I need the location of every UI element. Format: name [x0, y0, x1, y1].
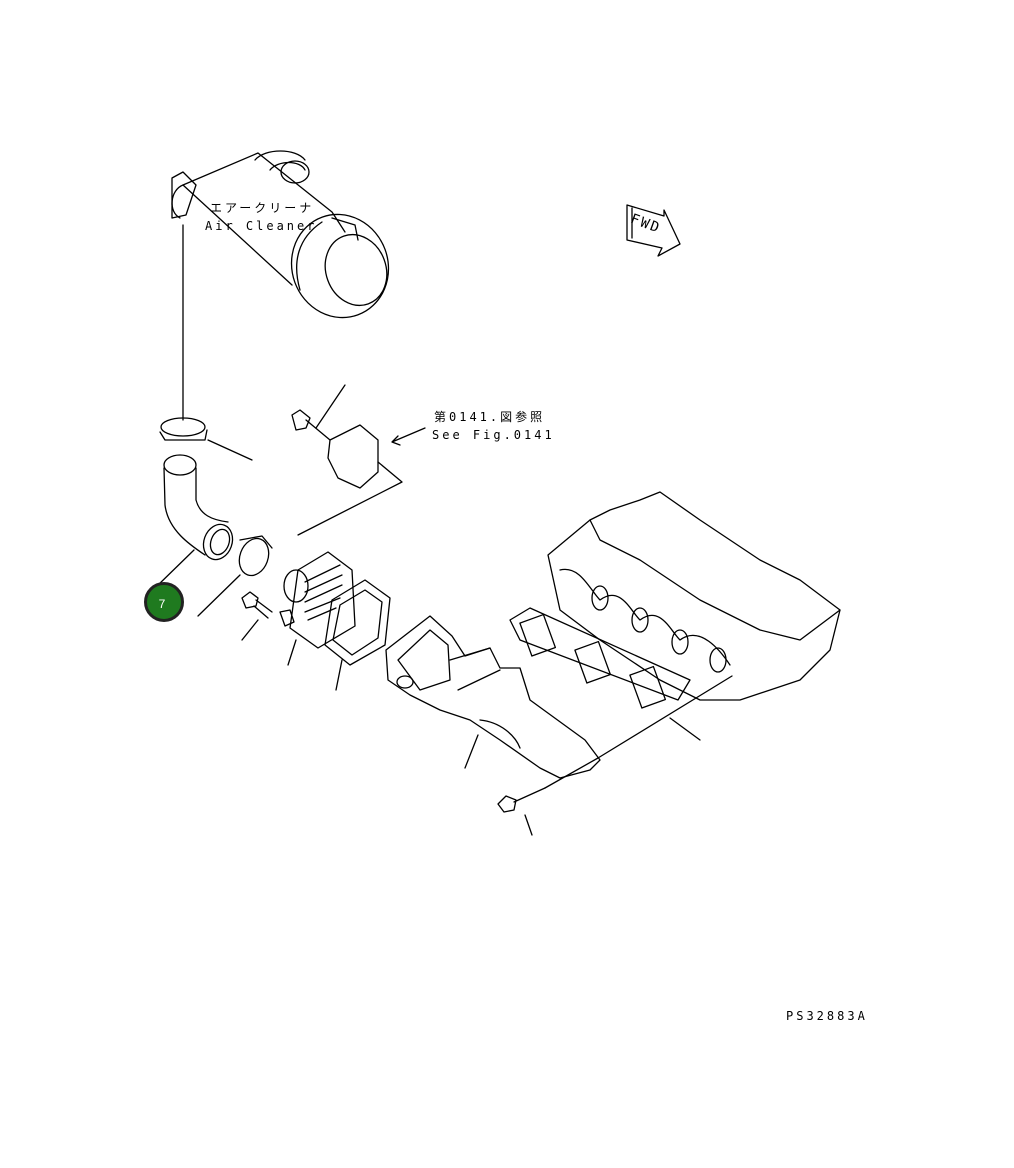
air-cleaner-label-jp: エアークリーナ: [210, 201, 315, 215]
cylinder-head: [547, 491, 841, 701]
drawing-code: PS32883A: [786, 1009, 868, 1023]
air-cleaner: [171, 150, 390, 319]
elbow-hose: [163, 454, 234, 561]
leader-gasket: [335, 659, 343, 691]
leader-upper-clamp: [207, 439, 253, 461]
see-fig-label-jp: 第0141.図参照: [434, 410, 546, 424]
upper-clamp: [159, 417, 208, 441]
leader-hose: [154, 549, 195, 589]
leader-bolt-left: [241, 619, 259, 641]
bolt-bottom: [497, 675, 733, 813]
callout-badge[interactable]: 7: [144, 582, 184, 622]
intake-connector: [279, 551, 356, 649]
leader-bolt-bottom: [524, 814, 533, 836]
intake-gasket: [324, 579, 391, 666]
air-cleaner-label-en: Air Cleaner: [205, 219, 318, 233]
fwd-arrow: [626, 204, 681, 257]
manifold-gasket: [509, 607, 691, 709]
leader-lower-clamp: [197, 574, 241, 617]
lower-clamp: [238, 535, 273, 577]
bolt-left: [241, 591, 273, 619]
see-fig-label-en: See Fig.0141: [432, 428, 555, 442]
leader-gasket2: [669, 717, 701, 741]
leader-manifold: [464, 734, 479, 769]
leader-connector: [287, 639, 297, 666]
fig0141-bracket: [291, 384, 426, 489]
intake-manifold: [385, 615, 601, 779]
leader-fig0141: [297, 461, 403, 536]
